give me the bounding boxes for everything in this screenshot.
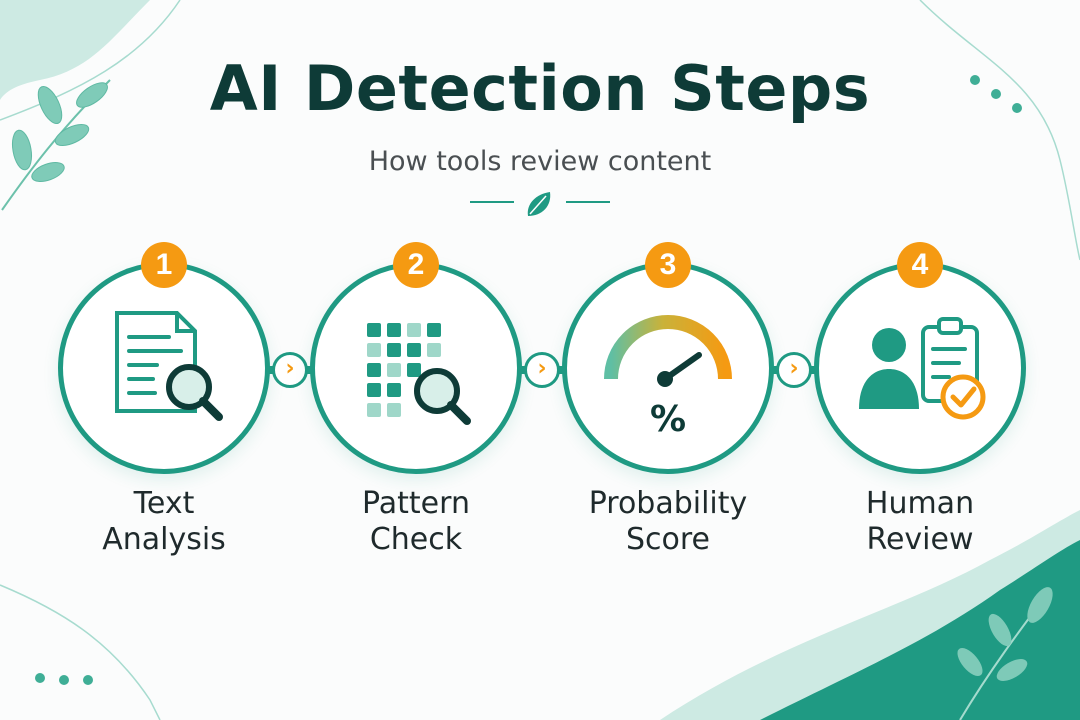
step-3-label-line1: Probability: [588, 486, 748, 521]
gauge-percent-icon: %: [604, 315, 732, 440]
step-4-label: Human Review: [810, 486, 1030, 558]
top-left-blob: [0, 0, 150, 100]
arrow-connector-2: ›: [524, 352, 560, 388]
step-2-badge: 2: [393, 242, 439, 288]
step-4-badge: 4: [897, 242, 943, 288]
top-right-curve: [919, 0, 1080, 261]
step-4-label-line1: Human: [865, 486, 975, 521]
step-1-label-line2: Analysis: [102, 522, 226, 557]
step-1-label-line1: Text: [133, 486, 195, 521]
page-subtitle: How tools review content: [368, 146, 712, 177]
step-4-label-line2: Review: [866, 522, 974, 557]
step-3-circle: %: [562, 262, 774, 474]
step-2-circle: [310, 262, 522, 474]
leaf-divider: [470, 192, 610, 216]
top-left-curve: [0, 0, 181, 121]
step-3-label-line2: Score: [625, 522, 711, 557]
step-1-label: Text Analysis: [54, 486, 274, 558]
person-body: [859, 369, 919, 409]
dots-top-right: [970, 75, 1022, 113]
person-head: [872, 328, 906, 362]
arrow-connector-1: ›: [272, 352, 308, 388]
document-search-icon: [115, 311, 223, 421]
step-3-label: Probability Score: [558, 486, 778, 558]
leaf-branch-top-left-icon: [1, 79, 111, 211]
grid-search-icon: [367, 323, 471, 425]
arrow-connector-3: ›: [776, 352, 812, 388]
leaf-branch-bottom-right-icon: [957, 587, 1053, 720]
step-3-badge: 3: [645, 242, 691, 288]
step-2-label: Pattern Check: [306, 486, 526, 558]
step-1-circle: [58, 262, 270, 474]
step-4-circle: [814, 262, 1026, 474]
gauge-percent-symbol: %: [650, 399, 686, 440]
step-2-label-line2: Check: [369, 522, 463, 557]
person-clipboard-check-icon: [859, 317, 986, 420]
dots-bottom-left: [35, 673, 93, 685]
page-title: AI Detection Steps: [209, 52, 871, 125]
step-2-label-line1: Pattern: [362, 486, 470, 521]
bottom-left-curve: [0, 584, 161, 720]
step-1-badge: 1: [141, 242, 187, 288]
